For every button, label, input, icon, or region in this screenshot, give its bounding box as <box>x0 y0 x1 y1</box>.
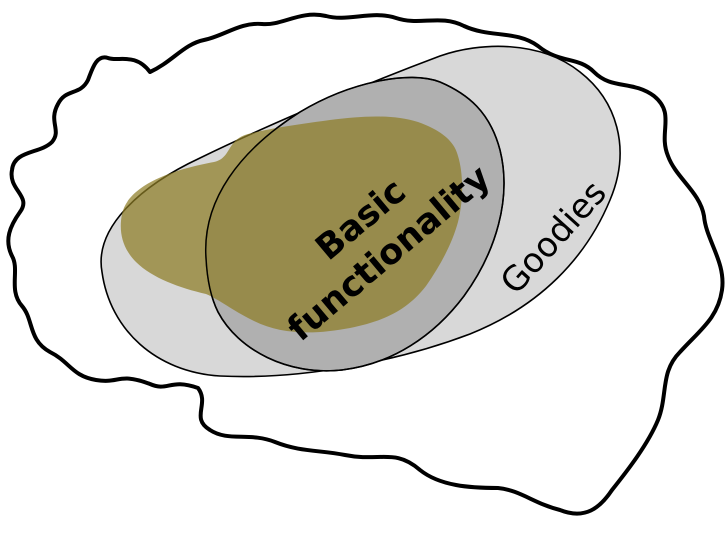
inner-region-outline <box>205 76 505 372</box>
basic-functionality-region <box>120 116 463 333</box>
